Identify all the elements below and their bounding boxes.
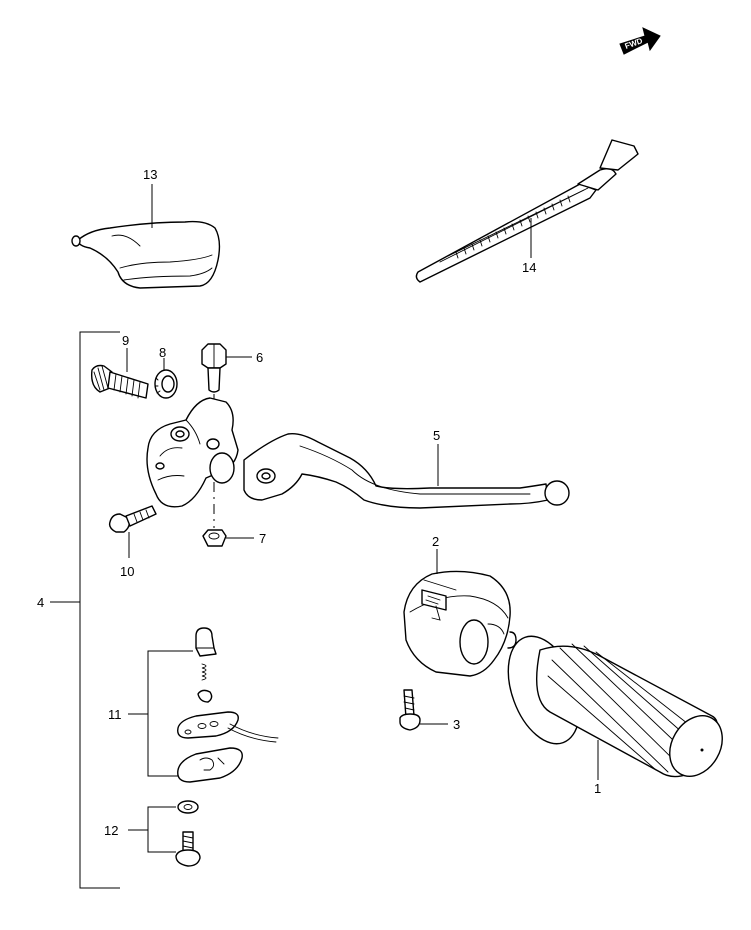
part-2-switch-housing	[403, 570, 517, 677]
part-1-grip	[507, 635, 723, 778]
callout-9: 9	[122, 333, 129, 348]
part-14-cable-tie	[415, 139, 639, 283]
callout-8: 8	[159, 345, 166, 360]
callout-11: 11	[108, 707, 122, 722]
fwd-arrow-icon: FWD	[619, 27, 661, 55]
callout-2: 2	[432, 534, 439, 549]
part-7-nut	[202, 529, 227, 547]
callout-1: 1	[594, 781, 601, 796]
bracket-12	[147, 806, 176, 853]
part-9-adjuster-bolt	[90, 364, 149, 399]
lever-holder	[146, 397, 239, 508]
callout-13: 13	[143, 167, 157, 182]
callout-3: 3	[453, 717, 460, 732]
bracket-11	[147, 650, 193, 777]
part-5-clutch-lever	[243, 432, 570, 509]
callout-12: 12	[104, 823, 118, 838]
part-12-washer-screw	[175, 800, 201, 867]
callout-4: 4	[37, 595, 44, 610]
part-11-switch-kit	[177, 627, 279, 783]
assembly-bracket-4	[79, 331, 120, 889]
callout-10: 10	[120, 564, 134, 579]
callout-5: 5	[433, 428, 440, 443]
callout-6: 6	[256, 350, 263, 365]
callout-14: 14	[522, 260, 536, 275]
part-10-screw	[108, 505, 157, 533]
part-6-pivot-bolt	[201, 343, 227, 393]
part-3-screw	[399, 689, 421, 731]
part-13-lever-cover	[71, 220, 221, 289]
callout-7: 7	[259, 531, 266, 546]
part-8-locknut	[154, 369, 178, 399]
